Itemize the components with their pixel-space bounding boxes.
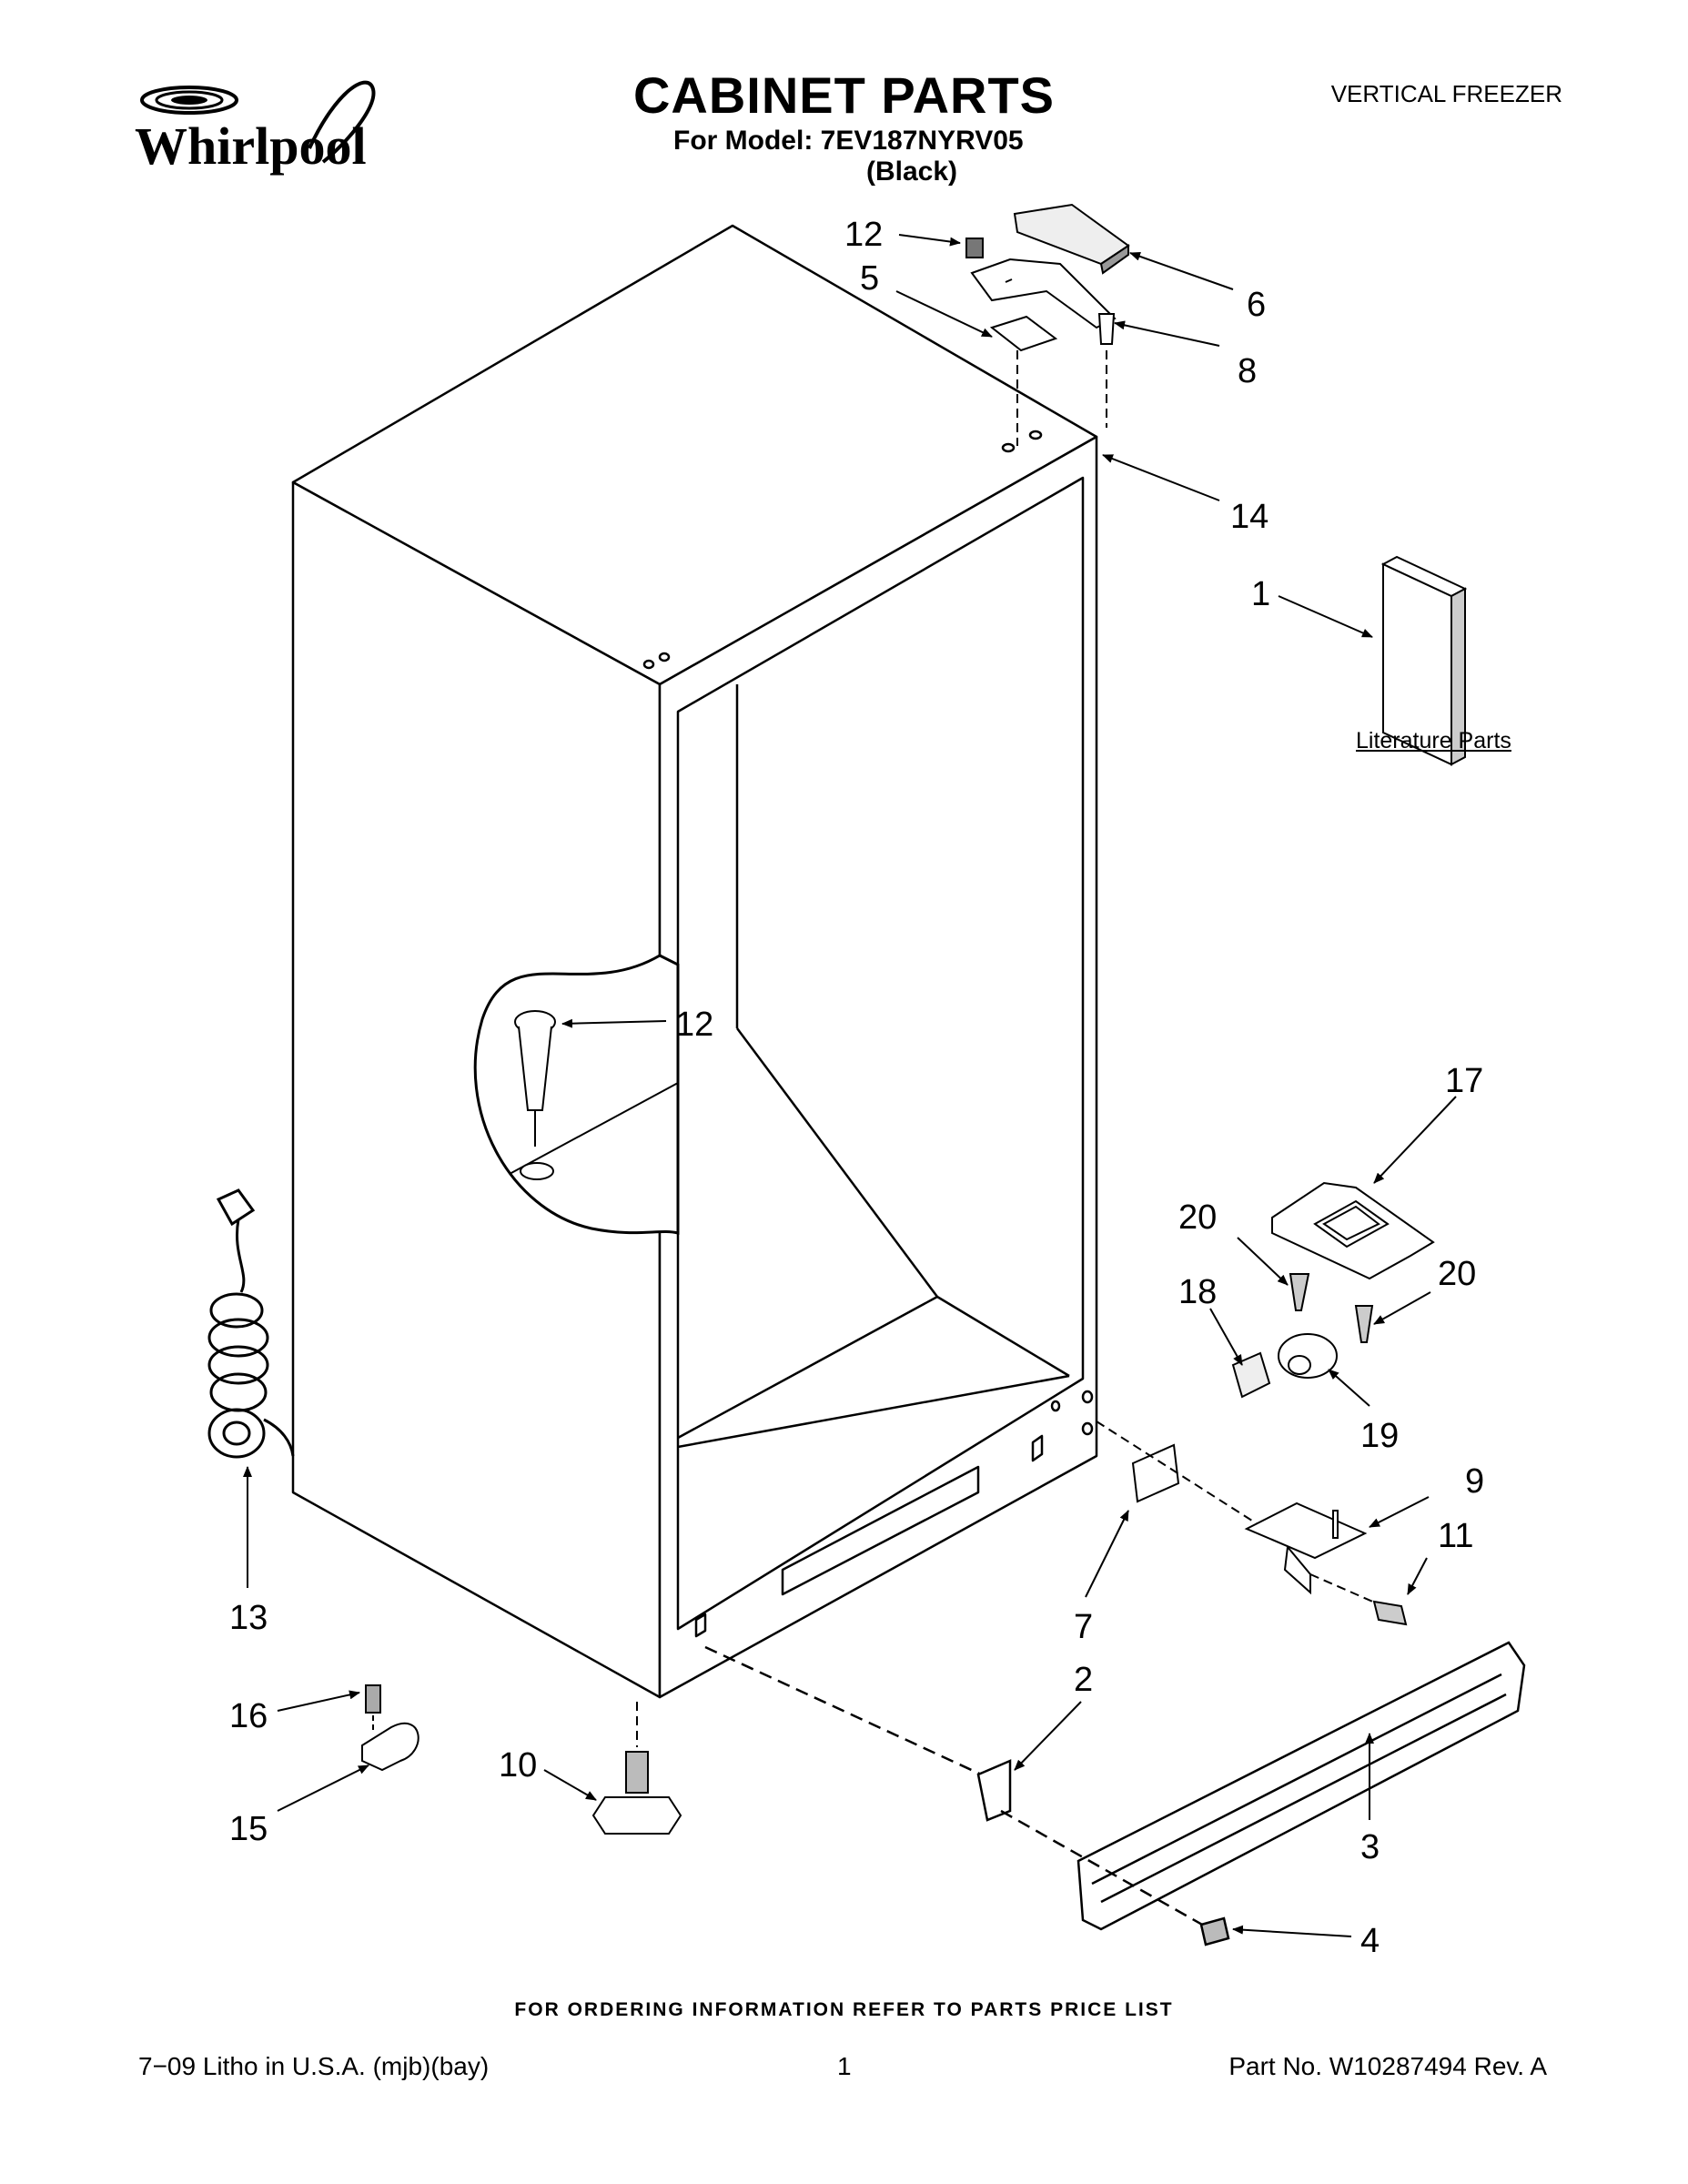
callout-number: 4: [1360, 1922, 1380, 1960]
literature-parts-label: Literature Parts: [1356, 728, 1511, 753]
page-title: CABINET PARTS: [632, 66, 1056, 124]
callout-number: 20: [1438, 1255, 1476, 1293]
callout-number: 9: [1465, 1462, 1484, 1501]
callout-number: 20: [1178, 1198, 1217, 1237]
callout-number: 12: [844, 216, 883, 254]
callout-number: 8: [1238, 352, 1257, 390]
kick-plate: [704, 1641, 1526, 1946]
model-color: (Black): [866, 157, 958, 187]
callout-number: 12: [675, 1006, 713, 1044]
callout-number: 3: [1360, 1828, 1380, 1866]
bottom-hinge-assembly: [1231, 1181, 1435, 1399]
power-cord: [207, 1188, 295, 1459]
callout-number: 5: [860, 259, 879, 298]
callout-number: 15: [229, 1810, 268, 1848]
callout-number: 10: [499, 1746, 537, 1785]
cord-clip: [361, 1684, 419, 1772]
svg-text:Whirlpool: Whirlpool: [135, 116, 367, 176]
product-category: VERTICAL FREEZER: [1330, 80, 1562, 107]
callout-number: 17: [1445, 1062, 1483, 1100]
part-number: Part No. W10287494 Rev. A: [1228, 2052, 1547, 2080]
leveling-leg: [591, 1702, 682, 1835]
whirlpool-logo: Whirlpool: [135, 80, 376, 176]
callout-number: 6: [1247, 286, 1266, 324]
callout-number: 7: [1074, 1608, 1093, 1646]
callout-number: 2: [1074, 1661, 1093, 1699]
callout-number: 1: [1251, 575, 1270, 613]
drain-tube: [514, 1010, 556, 1180]
callout-arrows: [243, 234, 1457, 1937]
callout-number: 19: [1360, 1417, 1399, 1455]
callout-numbers: 12 5 6 8 14 1 12 17 20 20 18 19 9 11 7 2…: [229, 216, 1484, 1960]
callout-number: 14: [1230, 498, 1269, 536]
model-number: For Model: 7EV187NYRV05: [673, 126, 1024, 156]
callout-number: 16: [229, 1697, 268, 1735]
literature-book: [1380, 555, 1468, 766]
top-hinge-assembly: [965, 203, 1130, 446]
freezer-cabinet: [291, 224, 1098, 1699]
side-hinge-bracket: [1096, 1421, 1408, 1626]
page-number: 1: [837, 2052, 852, 2080]
callout-number: 18: [1178, 1273, 1217, 1311]
ordering-note: FOR ORDERING INFORMATION REFER TO PARTS …: [514, 1999, 1174, 2020]
litho-line: 7−09 Litho in U.S.A. (mjb)(bay): [138, 2052, 490, 2080]
callout-number: 11: [1438, 1517, 1473, 1555]
callout-number: 13: [229, 1599, 268, 1637]
